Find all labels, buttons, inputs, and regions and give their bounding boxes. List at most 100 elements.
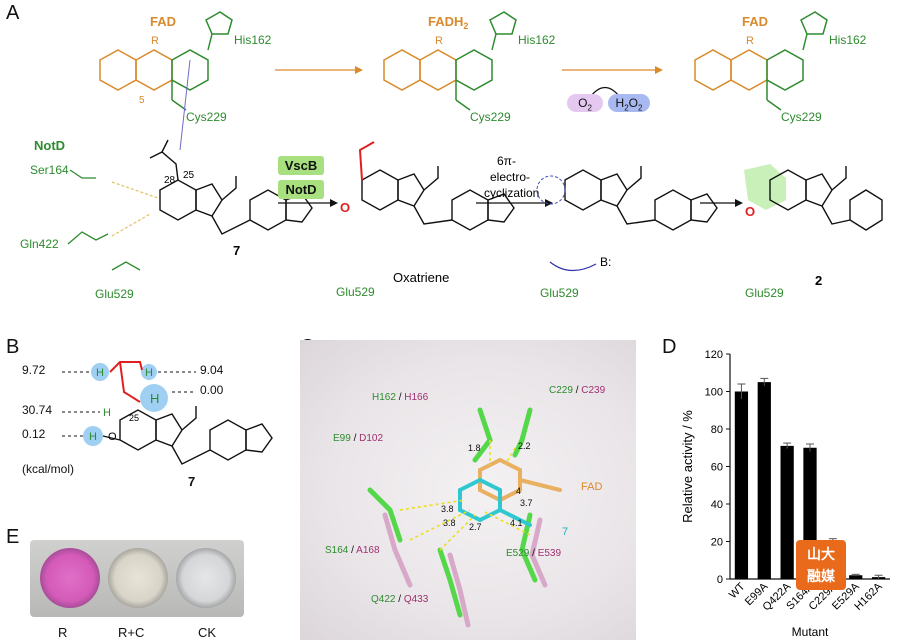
well-label-r: R bbox=[58, 625, 68, 640]
well-label-rc: R+C bbox=[118, 625, 145, 640]
pos25-b: 25 bbox=[129, 413, 139, 423]
gln422-label: Gln422 bbox=[20, 237, 59, 251]
y-tick-label: 40 bbox=[711, 499, 723, 511]
y-tick-label: 80 bbox=[711, 424, 723, 436]
compound-2-o: O bbox=[745, 204, 755, 219]
energy-unit: (kcal/mol) bbox=[22, 462, 75, 476]
electro-line1: 6π- bbox=[497, 154, 516, 168]
y-axis-title: Relative activity / % bbox=[680, 410, 695, 523]
hydride-arrow bbox=[179, 59, 191, 151]
glu529-label-4: Glu529 bbox=[745, 286, 784, 300]
pos28-label: 28 bbox=[164, 175, 176, 186]
panel-b-letter: B bbox=[6, 336, 20, 358]
notd-tag: NotD bbox=[278, 180, 324, 199]
y-tick-label: 0 bbox=[717, 574, 723, 586]
panel-a-letter: A bbox=[6, 2, 20, 24]
energy-9.72: 9.72 bbox=[22, 363, 46, 377]
c-dist-3.8a: 3.8 bbox=[441, 504, 454, 514]
compound-2-structure bbox=[769, 166, 883, 231]
vscb-tag: VscB bbox=[278, 156, 324, 175]
his162-label-left: His162 bbox=[234, 33, 272, 47]
pos5-label: 5 bbox=[139, 95, 145, 106]
y-tick-label: 60 bbox=[711, 462, 723, 474]
energy-9.04: 9.04 bbox=[200, 363, 224, 377]
oxatriene-o: O bbox=[340, 200, 350, 215]
svg-text:H: H bbox=[103, 407, 111, 419]
c-h162-h166: H162 / H166 bbox=[372, 392, 429, 403]
fad-label-left: FAD bbox=[150, 14, 176, 29]
h-bubble-3 bbox=[140, 384, 168, 412]
energy-0.00: 0.00 bbox=[200, 383, 224, 397]
glu529-label-1: Glu529 bbox=[95, 287, 134, 301]
oxatriene-label: Oxatriene bbox=[393, 270, 449, 285]
compound-7-label: 7 bbox=[233, 243, 240, 258]
svg-text:H: H bbox=[145, 367, 153, 379]
h-bubble-2 bbox=[141, 364, 157, 380]
c-dist-3.8b: 3.8 bbox=[443, 518, 456, 528]
c-dist-4: 4 bbox=[516, 486, 522, 496]
h2o2-pill: H2O2 bbox=[608, 94, 650, 112]
base-label: B: bbox=[600, 255, 611, 269]
panel-b-scheme: H H H H H O 25 bbox=[62, 361, 273, 465]
compound-b-structure bbox=[102, 406, 273, 465]
compound-2-label: 2 bbox=[815, 273, 822, 288]
r-label-right: R bbox=[746, 35, 754, 47]
h-bubble-1 bbox=[91, 363, 109, 381]
oxatriene-red-bonds bbox=[358, 141, 375, 181]
well-r bbox=[40, 548, 100, 608]
c-c229-c239: C229 / C239 bbox=[549, 385, 606, 396]
c-7-label: 7 bbox=[562, 526, 569, 538]
bar bbox=[849, 575, 863, 579]
fad-label-right: FAD bbox=[742, 14, 768, 29]
c-dist-3.7: 3.7 bbox=[520, 498, 533, 508]
glu529-label-2: Glu529 bbox=[336, 285, 375, 299]
r-label-left: R bbox=[151, 35, 159, 47]
svg-text:H: H bbox=[96, 367, 104, 379]
panel-c-sticks bbox=[367, 407, 562, 628]
ser164-label: Ser164 bbox=[30, 163, 69, 177]
c-e529-e539: E529 / E539 bbox=[506, 548, 562, 559]
c-dist-4.1: 4.1 bbox=[510, 518, 523, 528]
c-dist-1.8: 1.8 bbox=[468, 443, 481, 453]
intermediate-structure bbox=[564, 166, 718, 231]
c-q422-q433: Q422 / Q433 bbox=[371, 594, 429, 605]
y-tick-label: 120 bbox=[705, 349, 723, 361]
his162-label-mid: His162 bbox=[518, 33, 556, 47]
cys229-label-right: Cys229 bbox=[781, 110, 822, 124]
oxatriene-structure bbox=[361, 166, 515, 231]
svg-text:H: H bbox=[89, 431, 97, 443]
pos25-label: 25 bbox=[183, 170, 195, 181]
protein-structure-image bbox=[300, 340, 636, 640]
panel-e-letter: E bbox=[6, 526, 20, 548]
notd-label: NotD bbox=[34, 138, 65, 153]
fadh2-ring bbox=[383, 49, 493, 91]
r-label-mid: R bbox=[435, 35, 443, 47]
panel-d-letter: D bbox=[662, 336, 677, 358]
c-s164-a168: S164 / A168 bbox=[325, 545, 380, 556]
compound-7-label-b: 7 bbox=[188, 474, 196, 489]
o2-pill: O2 bbox=[567, 94, 603, 112]
fad-ring-left bbox=[99, 49, 209, 91]
bar-chart: 020406080100120WTE99AQ422AS164AC229AE529… bbox=[680, 349, 890, 639]
fad-ring-right bbox=[694, 49, 804, 91]
electrocyclization-ring bbox=[536, 175, 566, 205]
electro-line2: electro- bbox=[490, 170, 530, 184]
watermark-logo: 山大 融媒 bbox=[796, 540, 846, 590]
c-dist-2.7: 2.7 bbox=[469, 522, 482, 532]
bar bbox=[757, 382, 771, 579]
his162-label-right: His162 bbox=[829, 33, 867, 47]
cys229-label-mid: Cys229 bbox=[470, 110, 511, 124]
well-rc bbox=[108, 548, 168, 608]
y-tick-label: 100 bbox=[705, 387, 723, 399]
well-plate-photo bbox=[30, 540, 244, 617]
h-bubble-4 bbox=[83, 426, 103, 446]
electro-line3: cyclization bbox=[484, 186, 539, 200]
glu529-label-3: Glu529 bbox=[540, 286, 579, 300]
cys229-label-left: Cys229 bbox=[186, 110, 227, 124]
o-atom-b: O bbox=[108, 431, 117, 443]
c-dist-2.2: 2.2 bbox=[518, 441, 531, 451]
fadh2-label: FADH2 bbox=[428, 14, 468, 31]
svg-text:H: H bbox=[150, 391, 159, 406]
x-axis-title: Mutant bbox=[792, 625, 829, 639]
compound-7-structure bbox=[149, 139, 313, 235]
